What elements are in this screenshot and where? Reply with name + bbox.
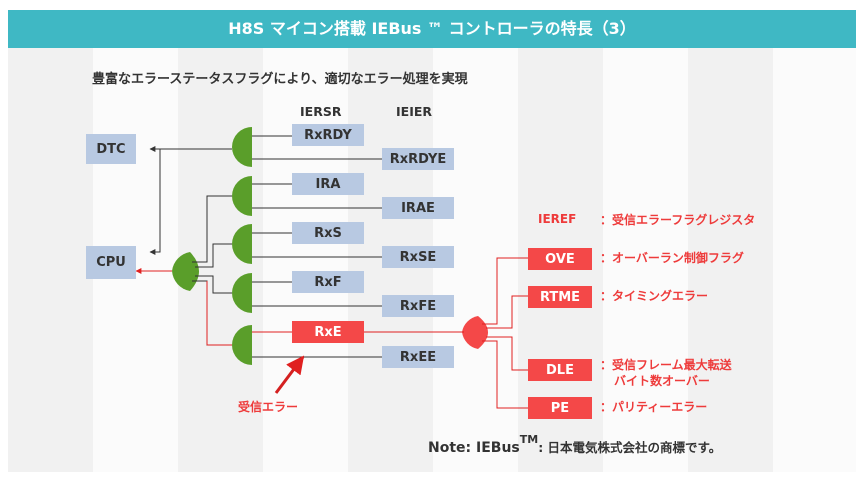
and-gate-rxrdy [232,127,252,167]
ieref-bit-dle-desc-line2: バイト数オーバー [614,374,710,388]
ieref-bit-rtme-desc: ：タイミングエラー [600,289,709,303]
ieier-flag-rxee: RxEE [382,346,454,368]
and-gate-rxs [232,224,252,264]
note-tm: TM [519,433,539,446]
iersr-flag-rxf: RxF [292,271,364,293]
ieref-register-name: IEREF [538,212,577,226]
slide-title: H8S マイコン搭載 IEBus ™ コントローラの特長（3） [228,19,636,38]
ieref-bit-pe: PE [528,397,592,419]
and-gate-rxf [232,273,252,313]
ieier-flag-rxse: RxSE [382,246,454,268]
iersr-flag-ira: IRA [292,173,364,195]
note-suffix: : 日本電気株式会社の商標です。 [538,440,722,455]
receive-error-label: 受信エラー [238,400,299,414]
or-gate-rxe [462,316,488,349]
iersr-flag-rxrdy: RxRDY [292,124,364,146]
ieref-register-desc: ：受信エラーフラグレジスタ [600,213,756,227]
ieier-column-header: IEIER [396,104,433,119]
cpu-box: CPU [86,246,136,279]
ieier-flag-irae: IRAE [382,197,454,219]
ieref-bit-dle-desc-line1: ：受信フレーム最大転送 [600,358,732,372]
iersr-column-header: IERSR [300,104,342,119]
iersr-flag-rxe: RxE [292,321,364,343]
ieier-flag-rxfe: RxFE [382,295,454,317]
ieref-bit-rtme: RTME [528,286,592,308]
note-prefix: Note: IEBus [428,440,520,456]
ieref-bit-dle: DLE [528,359,592,381]
slide-subtitle: 豊富なエラーステータスフラグにより、適切なエラー処理を実現 [92,72,468,87]
iersr-flag-rxs: RxS [292,222,364,244]
ieref-bit-ove: OVE [528,248,592,270]
ieier-flag-rxrdye: RxRDYE [382,148,454,170]
and-gate-rxe [232,325,252,365]
or-gate-cpu [172,252,199,291]
dtc-box: DTC [86,134,136,164]
title-bar: H8S マイコン搭載 IEBus ™ コントローラの特長（3） [8,10,856,48]
and-gate-ira [232,176,252,216]
ieref-bit-pe-desc: ：パリティーエラー [600,400,708,414]
trademark-note: Note: IEBusTM: 日本電気株式会社の商標です。 [428,433,721,456]
ieref-bit-ove-desc: ：オーバーラン制御フラグ [600,251,744,265]
